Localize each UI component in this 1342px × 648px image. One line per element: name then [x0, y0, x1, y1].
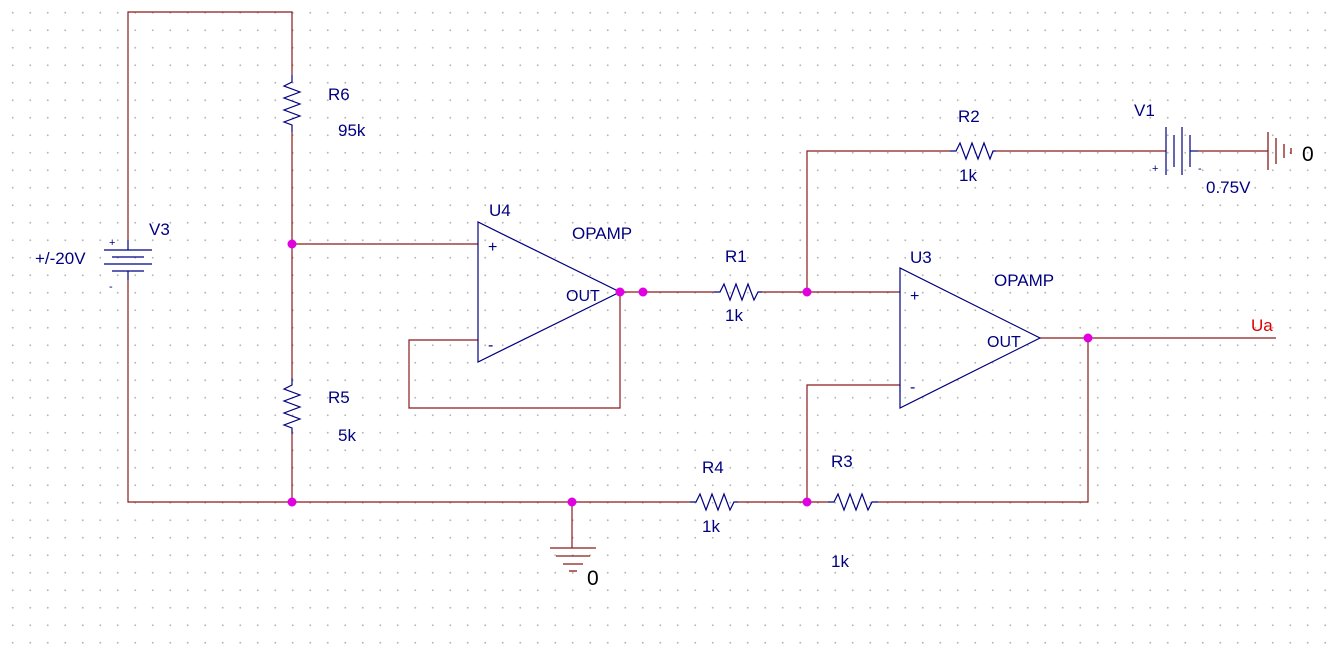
u3-plus-pin: +: [910, 288, 919, 305]
junction-dots: [287, 239, 1093, 507]
u4-out-pin: OUT: [566, 288, 600, 305]
junction-dot: [615, 287, 625, 297]
junction-dot: [287, 239, 297, 249]
r5-ref: R5: [328, 388, 350, 407]
v1-battery[interactable]: + -: [1152, 127, 1202, 175]
junction-dot: [1083, 333, 1093, 343]
ground-icon[interactable]: [1267, 132, 1292, 170]
v1-value: 0.75V: [1206, 178, 1251, 197]
u4-opamp[interactable]: + - OUT: [477, 221, 622, 363]
r5-resistor[interactable]: [282, 378, 302, 434]
u4-ref: U4: [489, 201, 511, 220]
junction-dot: [638, 287, 648, 297]
v1-plus-sign: +: [1152, 163, 1158, 175]
v1-minus-sign: -: [1198, 163, 1202, 175]
r1-value: 1k: [725, 306, 743, 325]
u4-minus-pin: -: [488, 337, 493, 354]
r3-ref: R3: [831, 452, 853, 471]
v1-ref: V1: [1134, 101, 1155, 120]
u4-model: OPAMP: [572, 224, 632, 243]
wire-to-r2[interactable]: [806, 150, 950, 292]
v3-battery[interactable]: + -: [104, 237, 152, 293]
wire-u3-minus[interactable]: [806, 384, 900, 502]
v3-value: +/-20V: [35, 249, 86, 268]
junction-dot: [287, 497, 297, 507]
wire-v3-bottom[interactable]: [127, 280, 690, 503]
r5-value: 5k: [338, 426, 356, 445]
wire-top-left[interactable]: [127, 11, 293, 240]
r2-ref: R2: [958, 107, 980, 126]
r6-ref: R6: [328, 85, 350, 104]
junction-dot: [802, 497, 812, 507]
v3-plus-sign: +: [109, 237, 115, 249]
u3-minus-pin: -: [910, 379, 915, 396]
wire-r3-out[interactable]: [878, 338, 1089, 503]
r4-value: 1k: [702, 517, 720, 536]
wires: [127, 11, 1276, 548]
u4-plus-pin: +: [488, 239, 497, 256]
net-label-ua[interactable]: Ua: [1251, 316, 1273, 335]
u3-model: OPAMP: [994, 271, 1054, 290]
wire-u4-feedback[interactable]: [408, 292, 621, 409]
r1-resistor[interactable]: [714, 282, 762, 302]
r2-value: 1k: [959, 166, 977, 185]
junction-dot: [567, 497, 577, 507]
u3-ref: U3: [910, 248, 932, 267]
r2-resistor[interactable]: [950, 141, 996, 161]
r3-resistor[interactable]: [828, 492, 878, 512]
v3-minus-sign: -: [109, 281, 113, 293]
r4-ref: R4: [702, 458, 724, 477]
r3-value: 1k: [831, 552, 849, 571]
u3-opamp[interactable]: + - OUT: [899, 267, 1042, 409]
r1-ref: R1: [725, 247, 747, 266]
ground-icon[interactable]: [550, 547, 596, 572]
r6-value: 95k: [338, 121, 366, 140]
junction-dot: [802, 287, 812, 297]
r4-resistor[interactable]: [690, 492, 738, 512]
ground-main-label: 0: [587, 567, 599, 590]
u3-out-pin: OUT: [987, 334, 1021, 351]
ground-v1-label: 0: [1302, 143, 1314, 166]
v3-ref: V3: [149, 220, 170, 239]
r6-resistor[interactable]: [282, 75, 302, 132]
